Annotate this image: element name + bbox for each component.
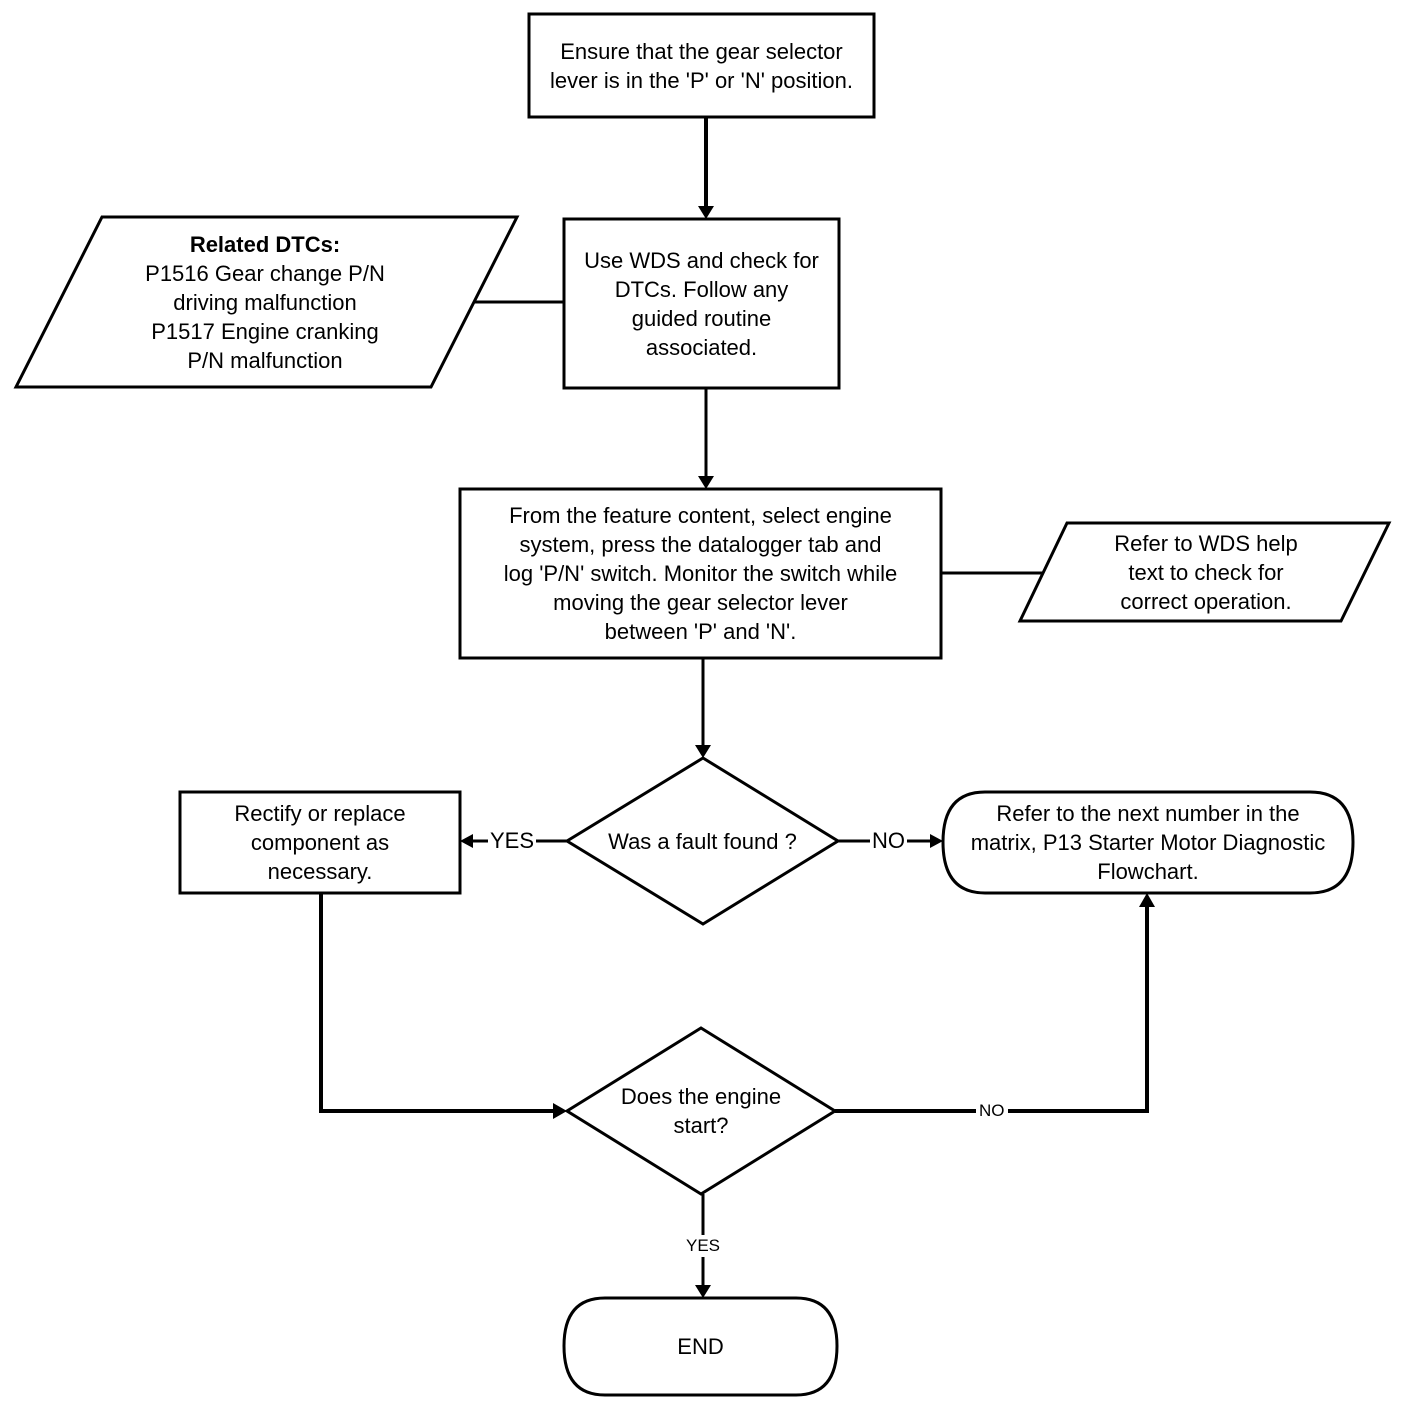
node-ensure-shape [527,12,876,119]
arrowhead-down-3 [695,745,711,758]
node-feature-content-shape [458,487,943,660]
wds-help-parallelogram-shape [1017,521,1392,623]
arrowhead-left-yes [460,834,473,848]
arrowhead-down-2 [698,476,714,489]
node-refer-next-number: Refer to the next number in the matrix, … [970,801,1326,884]
dtc-parallelogram-shape [13,215,520,389]
node-rectify-replace: Rectify or replace component as necessar… [234,801,406,884]
arrowhead-down-end [695,1285,711,1298]
related-dtcs-note: Related DTCs: P1516 Gear change P/N driv… [145,231,385,373]
node-ensure-gear-selector: Ensure that the gear selector lever is i… [550,38,853,93]
arrowhead-right-no [930,834,943,848]
edge-label-no-engine: NO [976,1100,1008,1122]
decision-engine-start: Does the engine start? [620,1084,782,1138]
edge-label-yes-engine: YES [683,1235,724,1257]
edge-label-yes-fault: YES [488,828,537,853]
node-end-shape [562,1296,839,1397]
related-dtcs-title: Related DTCs: [189,231,341,257]
node-end: END [677,1334,724,1359]
arrowhead-right-engine [553,1103,567,1119]
node-refer-next-shape [941,790,1355,895]
node-feature-content: From the feature content, select engine … [503,503,898,644]
connector-rectify-to-engine [319,893,553,1113]
wds-help-note: Refer to WDS help text to check for corr… [1114,530,1298,614]
edge-label-no-fault: NO [870,828,907,853]
decision-fault-found: Was a fault found ? [608,828,797,854]
connector-engine-no [835,907,1149,1113]
decision-engine-start-shape [564,1026,838,1196]
arrowhead-down-1 [698,206,714,219]
arrowhead-up-refer [1139,893,1155,907]
node-use-wds: Use WDS and check for DTCs. Follow any g… [584,247,819,360]
decision-fault-shape [564,756,841,926]
node-use-wds-shape [562,217,841,390]
